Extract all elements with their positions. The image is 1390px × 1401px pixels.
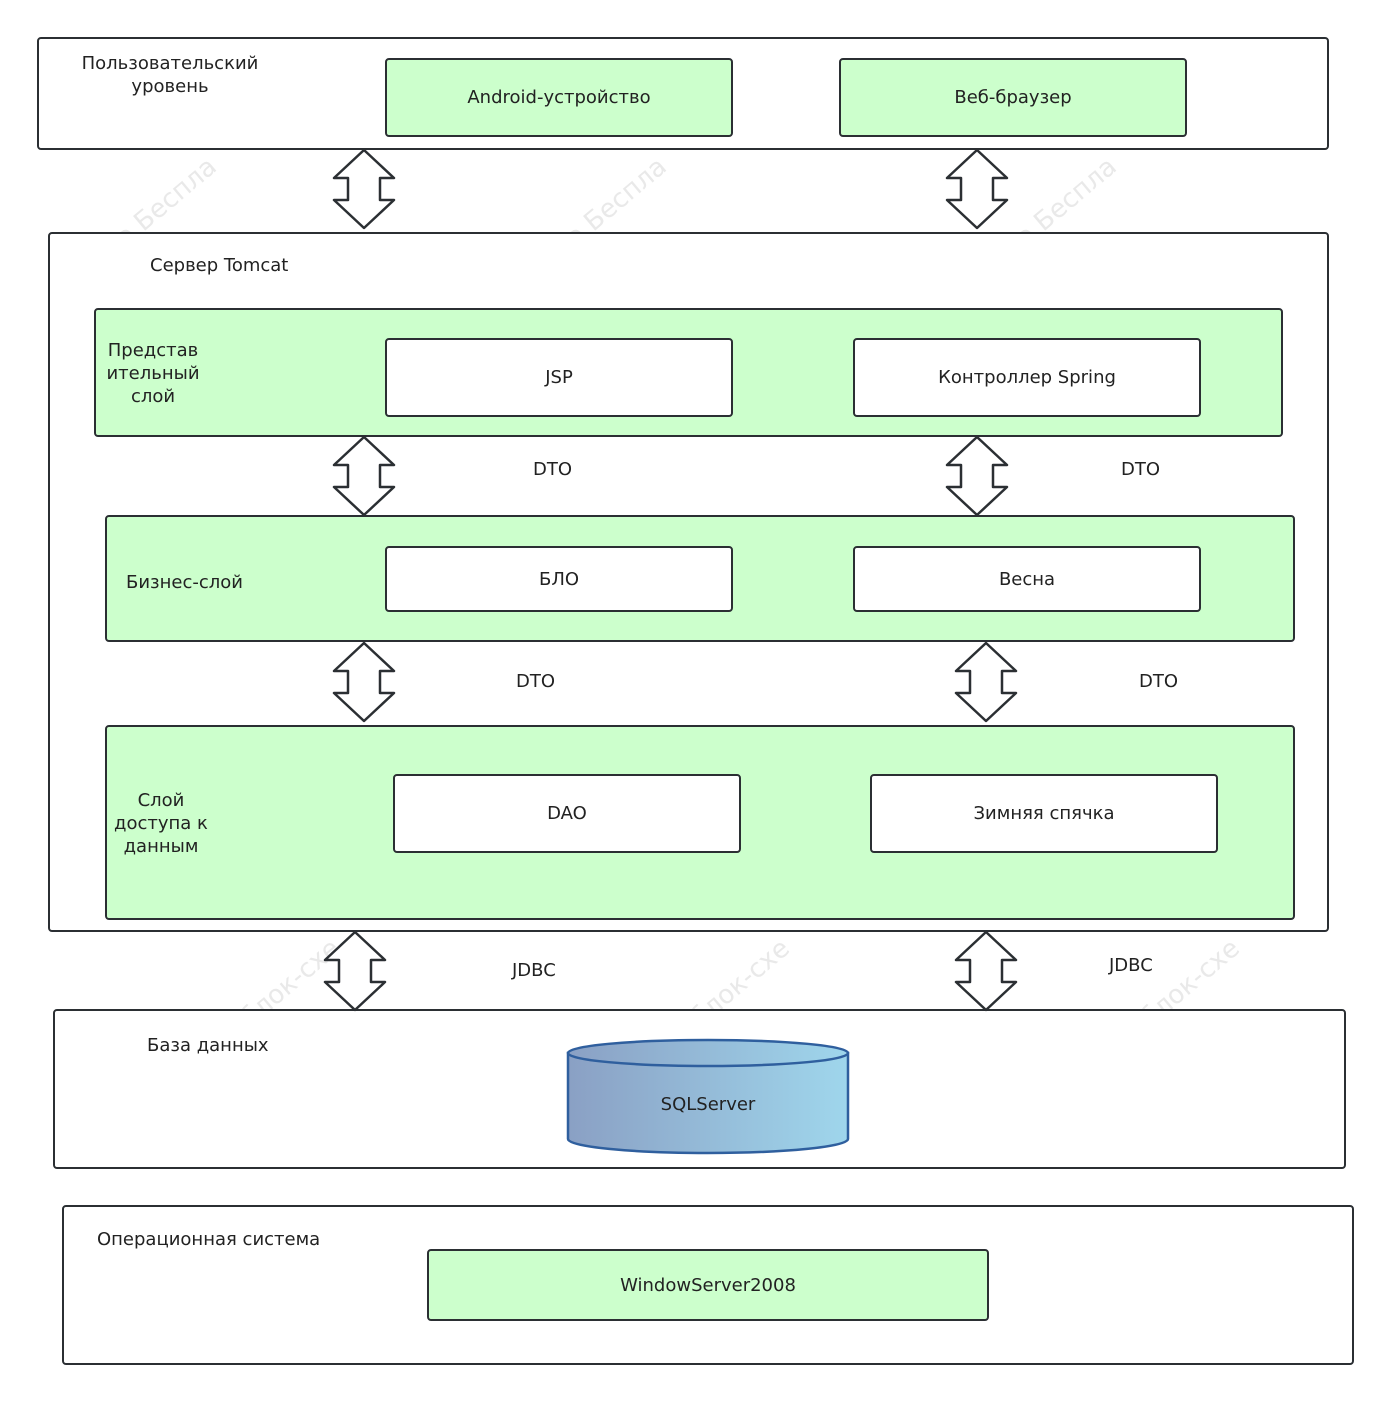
double-arrow-icon [323,930,387,1012]
double-arrow-icon [954,930,1018,1012]
double-arrow-icon [945,435,1009,517]
hibernate-box: Зимняя спячка [870,774,1218,853]
double-arrow-icon [332,148,396,230]
dao-box: DAO [393,774,741,853]
double-arrow-icon [954,641,1018,723]
spring-controller-box: Контроллер Spring [853,338,1201,417]
dto-label: DTO [1139,671,1179,692]
database-cylinder-icon [566,1038,850,1155]
double-arrow-icon [332,641,396,723]
os-title: Операционная система [97,1229,321,1250]
web-browser-box: Веб-браузер [839,58,1187,137]
double-arrow-icon [332,435,396,517]
jsp-box: JSP [385,338,733,417]
dto-label: DTO [533,459,573,480]
blo-box: БЛО [385,546,733,612]
business-layer-title: Бизнес-слой [126,572,243,593]
dto-label: DTO [516,671,556,692]
windows-server-box: WindowServer2008 [427,1249,989,1321]
dto-label: DTO [1121,459,1161,480]
database-title: База данных [147,1035,269,1056]
double-arrow-icon [945,148,1009,230]
android-device-box: Android-устройство [385,58,733,137]
sqlserver-label: SQLServer [660,1094,756,1115]
tomcat-server-title: Сервер Tomcat [150,255,289,276]
jdbc-label: JDBC [1109,955,1153,976]
presentation-layer-title: Представ ительный слой [106,340,200,407]
spring-box: Весна [853,546,1201,612]
user-level-title: Пользовательский уровень [81,53,259,97]
data-access-layer-title: Слой доступа к данным [114,790,208,857]
jdbc-label: JDBC [512,960,556,981]
